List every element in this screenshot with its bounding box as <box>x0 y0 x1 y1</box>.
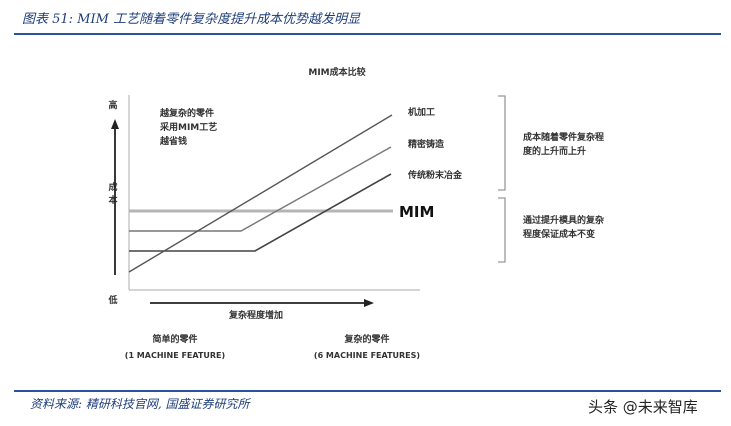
bracket-lower-text-2: 程度保证成本不变 <box>523 228 595 240</box>
left-annotation-3: 越省钱 <box>159 135 187 147</box>
series-precision-casting-line <box>129 146 392 232</box>
title-divider <box>14 33 721 35</box>
x-left-title: 简单的零件 <box>152 333 197 345</box>
left-annotation-2: 采用MIM工艺 <box>159 121 217 133</box>
x-right-sub: (6 MACHINE FEATURES) <box>314 351 420 360</box>
label-powder-metallurgy: 传统粉末冶金 <box>407 169 463 181</box>
left-annotation-1: 越复杂的零件 <box>159 107 214 119</box>
bracket-upper-text-1: 成本随着零件复杂程 <box>523 131 604 143</box>
label-precision-casting: 精密铸造 <box>408 138 445 150</box>
source-note: 资料来源: 精研科技官网, 国盛证券研究所 <box>30 397 250 411</box>
source-divider <box>14 390 721 392</box>
series-machining-line <box>128 114 393 273</box>
label-mim: MIM <box>399 203 434 221</box>
bracket-upper <box>498 95 506 191</box>
x-left-sub: (1 MACHINE FEATURE) <box>125 351 225 360</box>
x-arrow-head <box>364 299 374 307</box>
watermark: 头条 @未来智库 <box>588 398 698 416</box>
label-machining: 机加工 <box>408 106 435 118</box>
bracket-lower <box>498 197 506 263</box>
diagram-title: MIM成本比较 <box>308 66 365 78</box>
y-high-label: 高 <box>108 99 117 111</box>
bracket-upper-text-2: 度的上升而上升 <box>523 145 586 157</box>
y-axis-label-1: 成 <box>108 181 117 193</box>
x-axis-label: 复杂程度增加 <box>228 309 283 321</box>
figure-title: 图表 51: MIM 工艺随着零件复杂度提升成本优势越发明显 <box>22 12 361 27</box>
x-right-title: 复杂的零件 <box>343 333 389 345</box>
y-axis-label-2: 本 <box>108 194 118 206</box>
series-powder-metallurgy-line <box>129 173 392 252</box>
y-arrow-head <box>111 119 119 129</box>
bracket-lower-text-1: 通过提升模具的复杂 <box>523 214 604 226</box>
y-low-label: 低 <box>107 294 117 306</box>
